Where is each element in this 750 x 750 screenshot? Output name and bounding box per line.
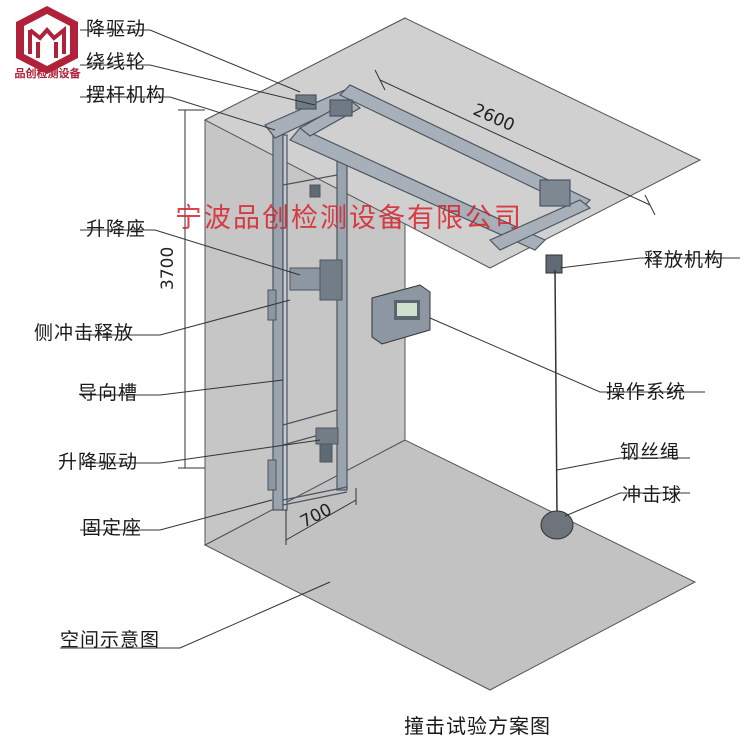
diagram-caption: 撞击试验方案图 <box>404 714 551 738</box>
top-crossbeam <box>264 84 592 251</box>
dimension-lines <box>178 69 656 545</box>
leader-lines <box>60 29 740 649</box>
cube-logo-icon <box>16 6 78 74</box>
watermark: 宁波品创检测设备有限公司 <box>175 203 523 234</box>
wire-rope <box>554 269 558 516</box>
label-side-impact-release: 侧冲击释放 <box>34 322 135 344</box>
label-swing-rod: 摆杆机构 <box>86 84 167 106</box>
label-space-diagram: 空间示意图 <box>60 629 161 651</box>
label-fixed-seat: 固定座 <box>82 517 143 539</box>
label-winding-wheel: 绕线轮 <box>86 51 147 73</box>
label-wire-rope: 钢丝绳 <box>620 441 681 463</box>
dimension-height: 3700 <box>158 246 178 290</box>
logo-text: 品创检测设备 <box>14 67 81 80</box>
label-guide-groove: 导向槽 <box>78 382 139 404</box>
release-block <box>545 254 563 274</box>
label-release-mechanism: 释放机构 <box>644 249 725 271</box>
control-box <box>371 284 431 345</box>
label-operating-system: 操作系统 <box>606 381 687 403</box>
label-lift-drive: 升降驱动 <box>58 451 139 473</box>
label-lift-drive-top: 降驱动 <box>86 18 147 40</box>
label-impact-ball: 冲击球 <box>622 484 683 506</box>
label-lifting-seat: 升降座 <box>86 218 147 240</box>
impact-ball <box>540 510 574 540</box>
